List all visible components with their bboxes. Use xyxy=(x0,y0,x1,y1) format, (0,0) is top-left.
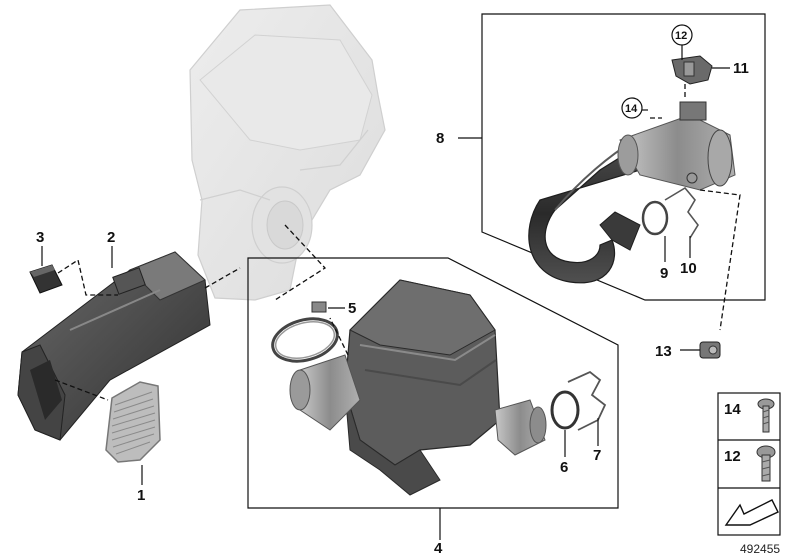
callout-11: 11 xyxy=(733,60,749,77)
callout-10: 10 xyxy=(680,260,697,277)
air-filter-housing-part-4 xyxy=(289,279,547,496)
callout-12-circled: 12 xyxy=(671,24,693,46)
callout-12: 12 xyxy=(675,30,687,42)
callout-14: 14 xyxy=(625,103,638,115)
callout-7: 7 xyxy=(593,447,601,464)
seal-ring-part-6 xyxy=(550,390,580,430)
legend-label-14: 14 xyxy=(724,401,741,418)
callout-13: 13 xyxy=(655,343,672,360)
callout-14-circled: 14 xyxy=(621,97,643,119)
hose-clamp-part-5 xyxy=(271,301,339,363)
group-frame-part-8 xyxy=(481,13,766,301)
screw-14-icon xyxy=(757,398,775,433)
sensor-part-13 xyxy=(699,341,721,359)
callout-4: 4 xyxy=(434,540,443,557)
callout-2: 2 xyxy=(107,229,115,246)
callout-6: 6 xyxy=(560,459,568,476)
grille-part-1 xyxy=(105,381,161,463)
sensor-part-11 xyxy=(671,55,713,85)
dashed-connections xyxy=(54,84,741,401)
intake-duct-part-2 xyxy=(17,251,211,441)
callout-1: 1 xyxy=(137,487,145,504)
screw-12-icon xyxy=(756,445,776,482)
callout-3: 3 xyxy=(36,229,44,246)
callout-9: 9 xyxy=(660,265,668,282)
group-frame-part-4 xyxy=(247,257,619,509)
reference-number: 492455 xyxy=(740,542,780,556)
seal-ring-part-9 xyxy=(641,200,669,236)
direction-arrow-icon xyxy=(724,499,779,526)
leader-lines xyxy=(41,45,730,540)
legend-label-12: 12 xyxy=(724,448,741,465)
callout-8: 8 xyxy=(436,130,444,147)
airbox-housing-ghost xyxy=(189,4,386,301)
callout-5: 5 xyxy=(348,300,356,317)
spring-clip-part-10 xyxy=(664,186,699,239)
intake-hose-part-8 xyxy=(528,101,736,284)
screw-legend: 14 12 xyxy=(717,392,781,536)
cap-part-3 xyxy=(29,264,63,294)
